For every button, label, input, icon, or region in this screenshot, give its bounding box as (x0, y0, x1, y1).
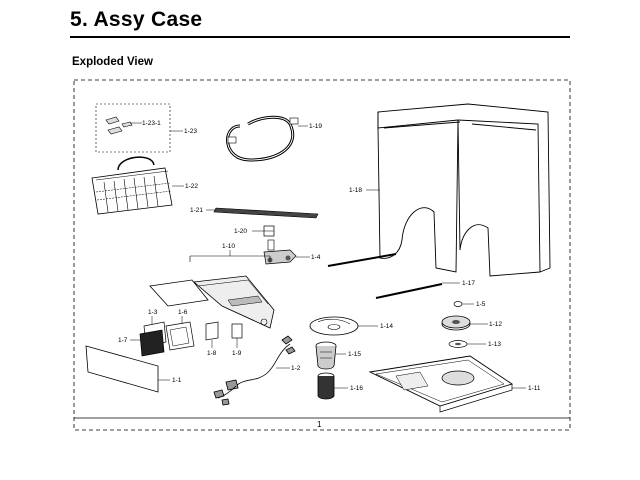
label-1-12: 1-12 (489, 321, 502, 328)
label-1-23-1: 1-23-1 (142, 120, 161, 127)
section-subtitle: Exploded View (72, 56, 153, 68)
assembly-frame (73, 79, 571, 431)
part-1-12-wheel (441, 315, 488, 331)
part-1-11-base-tray (368, 355, 526, 413)
part-1-5-cap (453, 301, 474, 307)
label-1-19: 1-19 (309, 123, 322, 130)
label-1-14: 1-14 (380, 323, 393, 330)
frame-number: 1 (317, 420, 322, 429)
part-1-16-fine-filter (317, 372, 348, 400)
label-1-20: 1-20 (234, 228, 247, 235)
part-1-13-washer (448, 340, 486, 348)
label-1-1: 1-1 (172, 377, 182, 384)
label-1-23: 1-23 (184, 128, 197, 135)
part-1-8-bracket (205, 321, 219, 348)
part-1-14-filter-plate (309, 316, 378, 336)
part-1-9-clip (231, 323, 243, 348)
label-1-6: 1-6 (178, 309, 188, 316)
label-1-2: 1-2 (291, 365, 301, 372)
part-1-19-hose (226, 115, 308, 162)
label-1-5: 1-5 (476, 301, 486, 308)
part-1-17-rod (375, 282, 460, 299)
part-1-23-brackets (95, 103, 183, 153)
part-1-1-front-strip (85, 345, 170, 393)
part-1-2-wire-harness (213, 335, 296, 406)
label-1-13: 1-13 (488, 341, 501, 348)
part-1-7-module (130, 329, 165, 357)
label-1-15: 1-15 (348, 351, 361, 358)
label-1-9: 1-9 (232, 350, 242, 357)
part-1-10-panel (149, 250, 275, 329)
label-1-16: 1-16 (350, 385, 363, 392)
label-1-21: 1-21 (190, 207, 203, 214)
label-1-3: 1-3 (148, 309, 158, 316)
part-1-15-filter (315, 341, 346, 370)
label-1-8: 1-8 (207, 350, 217, 357)
label-1-4: 1-4 (311, 254, 321, 261)
label-1-7: 1-7 (118, 337, 128, 344)
part-1-21-spray-arm (206, 207, 319, 219)
page-title: 5. Assy Case (70, 8, 203, 31)
part-rod-upper (327, 253, 397, 267)
label-1-18: 1-18 (349, 187, 362, 194)
label-1-10: 1-10 (222, 243, 235, 250)
part-1-18-case (366, 103, 551, 277)
label-1-17: 1-17 (462, 280, 475, 287)
part-1-20-nut (252, 225, 275, 237)
title-underline (70, 36, 570, 38)
part-1-4-holder (263, 239, 310, 265)
part-1-6-gasket (165, 316, 195, 351)
label-1-11: 1-11 (528, 385, 541, 392)
label-1-22: 1-22 (185, 183, 198, 190)
part-1-22-basket (91, 156, 184, 215)
